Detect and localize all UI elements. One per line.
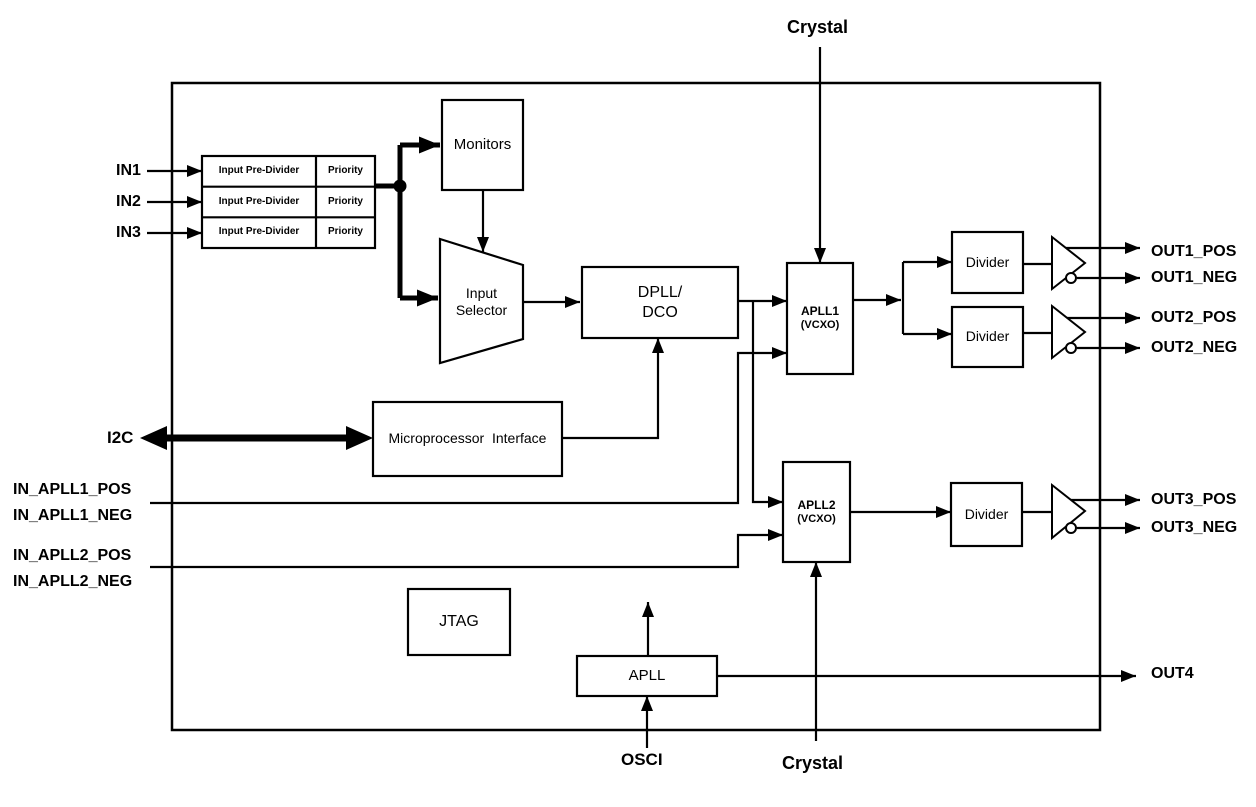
pin-label-in-apll1-neg: IN_APLL1_NEG (13, 507, 133, 524)
mpu-box (371, 400, 564, 478)
divider1-label: Divider (965, 253, 1010, 270)
apll2-box (781, 460, 852, 564)
priority-label-1: Priority (327, 165, 363, 177)
chip-boundary (170, 81, 1102, 732)
input-selector-line2: Selector (455, 302, 508, 318)
pin-label-out4: OUT4 (1151, 665, 1194, 682)
pin-label-osci: OSCI (621, 750, 663, 769)
pin-label-in2: IN2 (116, 193, 141, 210)
apll2-name: APLL2 (797, 497, 836, 512)
apll1-label: APLL1 (VCXO) (787, 263, 853, 374)
input-selector-shape (438, 237, 525, 365)
wires (147, 47, 1140, 748)
i2c-bus (140, 426, 373, 450)
pre-divider-label-2: Input Pre-Divider (218, 195, 300, 207)
priority-label-2: Priority (327, 195, 363, 207)
priority-label-3: Priority (327, 226, 363, 238)
dpll-line1: DPLL/ (637, 283, 683, 301)
select-bus (375, 136, 440, 307)
pin-label-out1-neg: OUT1_NEG (1151, 269, 1238, 286)
divider2-label: Divider (965, 328, 1010, 345)
pin-label-in-apll1-pos: IN_APLL1_POS (13, 481, 132, 498)
divider3-box (949, 481, 1024, 548)
apll2-label: APLL2 (VCXO) (783, 462, 850, 562)
pin-label-in3: IN3 (116, 224, 141, 241)
pin-label-out3-neg: OUT3_NEG (1151, 519, 1238, 536)
divider1-box (950, 230, 1025, 295)
divider3-label: Divider (964, 505, 1009, 522)
apll1-sub: (VCXO) (800, 319, 840, 332)
buffer1-inversion-bubble (1065, 272, 1077, 284)
i2c-arrowhead-left (140, 426, 167, 450)
input-selector-label: Input Selector (440, 265, 523, 339)
mpu-label: Microprocessor Interface (388, 430, 547, 447)
apll-label: APLL (628, 666, 666, 684)
wire-in-apll1 (150, 347, 787, 505)
apll1-name: APLL1 (800, 304, 839, 319)
dpll-box (580, 265, 740, 340)
output-buffers (1051, 234, 1087, 541)
pre-divider-label-1: Input Pre-Divider (218, 165, 300, 177)
bus-junction-dot (393, 179, 407, 193)
wire-in-apll2 (150, 529, 783, 569)
buffer3-inversion-bubble (1065, 522, 1077, 534)
pre-divider-label-3: Input Pre-Divider (218, 226, 300, 238)
pin-label-out3-pos: OUT3_POS (1151, 491, 1237, 508)
apll1-box (785, 261, 855, 376)
jtag-box (406, 587, 512, 657)
wire-mpu-to-dpll (562, 338, 664, 440)
apll2-sub: (VCXO) (797, 512, 836, 525)
dpll-line2: DCO (642, 303, 678, 321)
pin-label-in1: IN1 (116, 162, 141, 179)
pin-label-crystal-top: Crystal (787, 17, 849, 37)
monitors-label: Monitors (453, 135, 512, 153)
pin-label-out1-pos: OUT1_POS (1151, 243, 1237, 260)
pin-label-out2-neg: OUT2_NEG (1151, 339, 1238, 356)
dpll-label: DPLL/ DCO (582, 267, 738, 338)
pre-divider-block (200, 154, 377, 250)
monitors-box (440, 98, 525, 192)
buffer2-inversion-bubble (1065, 342, 1077, 354)
input-selector-line1: Input (465, 284, 498, 301)
apll-box (575, 654, 719, 698)
pin-label-in-apll2-neg: IN_APLL2_NEG (13, 573, 133, 590)
divider2-box (950, 305, 1025, 369)
jtag-label: JTAG (439, 613, 479, 630)
wire-dpll-to-apll2 (751, 301, 783, 508)
pin-label-i2c: I2C (107, 428, 134, 447)
i2c-arrowhead-right (346, 426, 373, 450)
pin-label-crystal-bottom: Crystal (782, 753, 844, 773)
pin-label-in-apll2-pos: IN_APLL2_POS (13, 547, 132, 564)
pin-label-out2-pos: OUT2_POS (1151, 309, 1237, 326)
